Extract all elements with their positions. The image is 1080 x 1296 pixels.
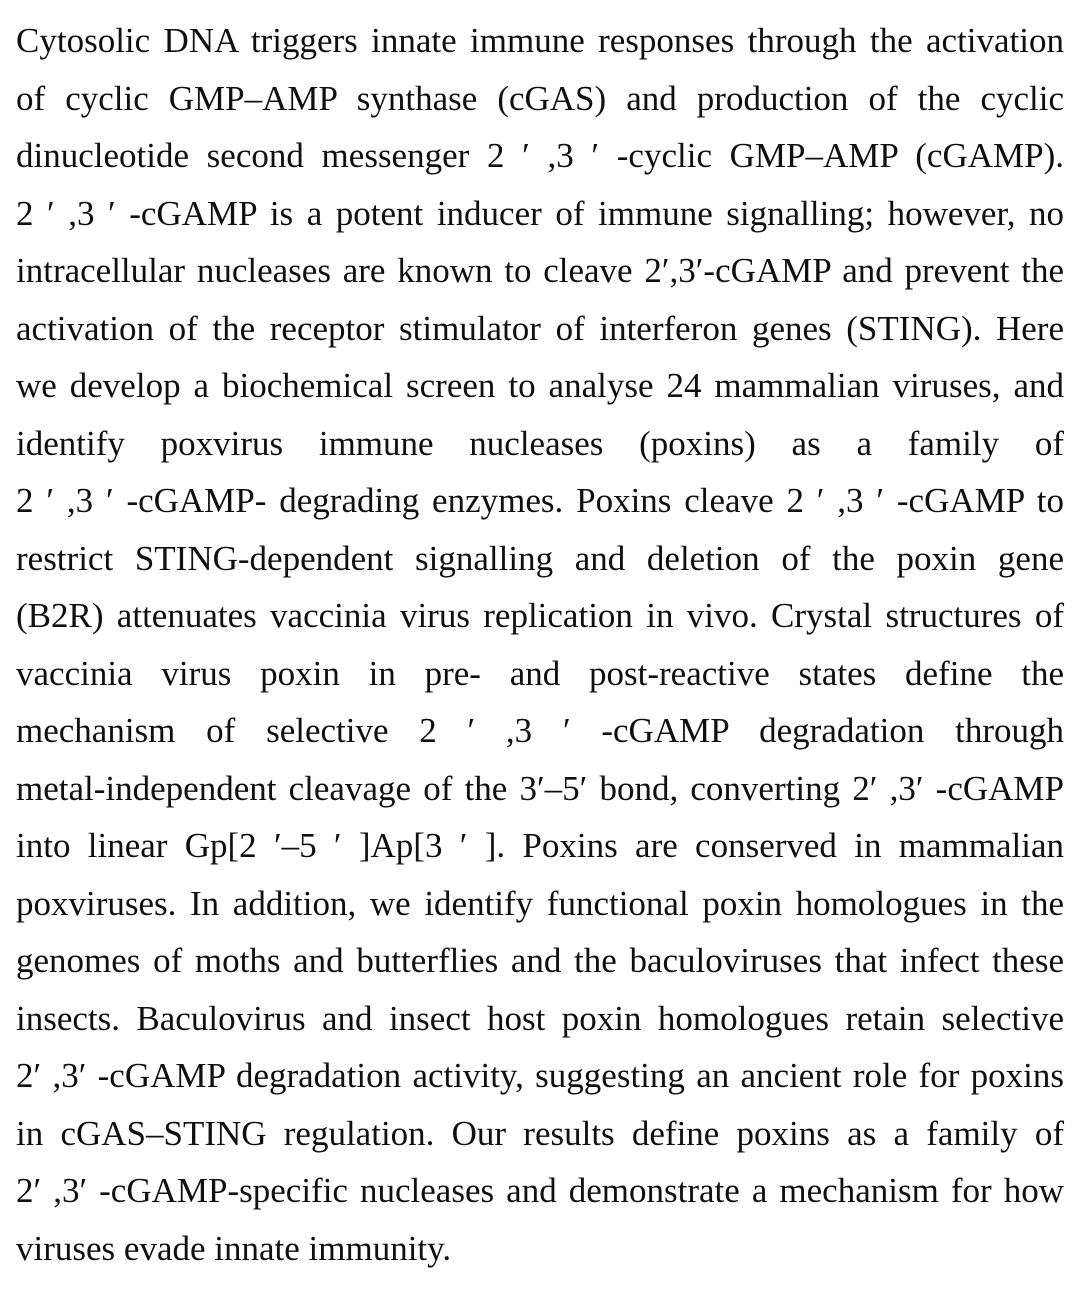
abstract-text-block: Cytosolic DNA triggers innate immune res… — [16, 12, 1064, 1277]
abstract-line-21: 2′ ,3′ -cGAMP-specific nucleases and dem… — [16, 1171, 1064, 1210]
abstract-line-9: 2 ′ ,3 ′ -cGAMP- degrading enzymes. Poxi… — [16, 481, 1064, 520]
abstract-line-6: activation of the receptor stimulator of… — [16, 308, 1064, 348]
abstract-line-22: viruses evade innate immunity. — [16, 1228, 452, 1268]
abstract-line-10: restrict STING-dependent signalling and … — [16, 538, 1064, 578]
abstract-line-20: in cGAS–STING regulation. Our results de… — [16, 1113, 1064, 1153]
abstract-line-1: Cytosolic DNA triggers innate immune res… — [16, 21, 1064, 60]
abstract-line-4: 2 ′ ,3 ′ -cGAMP is a potent inducer of i… — [16, 193, 1064, 233]
abstract-line-5: intracellular nucleases are known to cle… — [16, 251, 1064, 290]
abstract-line-16: poxviruses. In addition, we identify fun… — [16, 883, 1064, 923]
abstract-line-14: metal-independent cleavage of the 3′–5′ … — [16, 768, 1064, 808]
abstract-line-13: mechanism of selective 2 ′ ,3 ′ -cGAMP d… — [16, 711, 1064, 750]
abstract-line-19: 2′ ,3′ -cGAMP degradation activity, sugg… — [16, 1056, 1064, 1095]
abstract-line-17: genomes of moths and butterflies and the… — [16, 941, 1064, 980]
abstract-line-15: into linear Gp[2 ′–5 ′ ]Ap[3 ′ ]. Poxins… — [16, 826, 1064, 865]
abstract-line-8: identify poxvirus immune nucleases (poxi… — [16, 423, 1064, 463]
abstract-line-7: we develop a biochemical screen to analy… — [16, 366, 1064, 405]
abstract-line-11: (B2R) attenuates vaccinia virus replicat… — [16, 596, 1064, 635]
abstract-line-3: dinucleotide second messenger 2 ′ ,3 ′ -… — [16, 136, 1064, 175]
abstract-line-12: vaccinia virus poxin in pre- and post-re… — [16, 653, 1064, 693]
abstract-line-18: insects. Baculovirus and insect host pox… — [16, 998, 1064, 1038]
abstract-line-2: of cyclic GMP–AMP synthase (cGAS) and pr… — [16, 78, 1064, 118]
